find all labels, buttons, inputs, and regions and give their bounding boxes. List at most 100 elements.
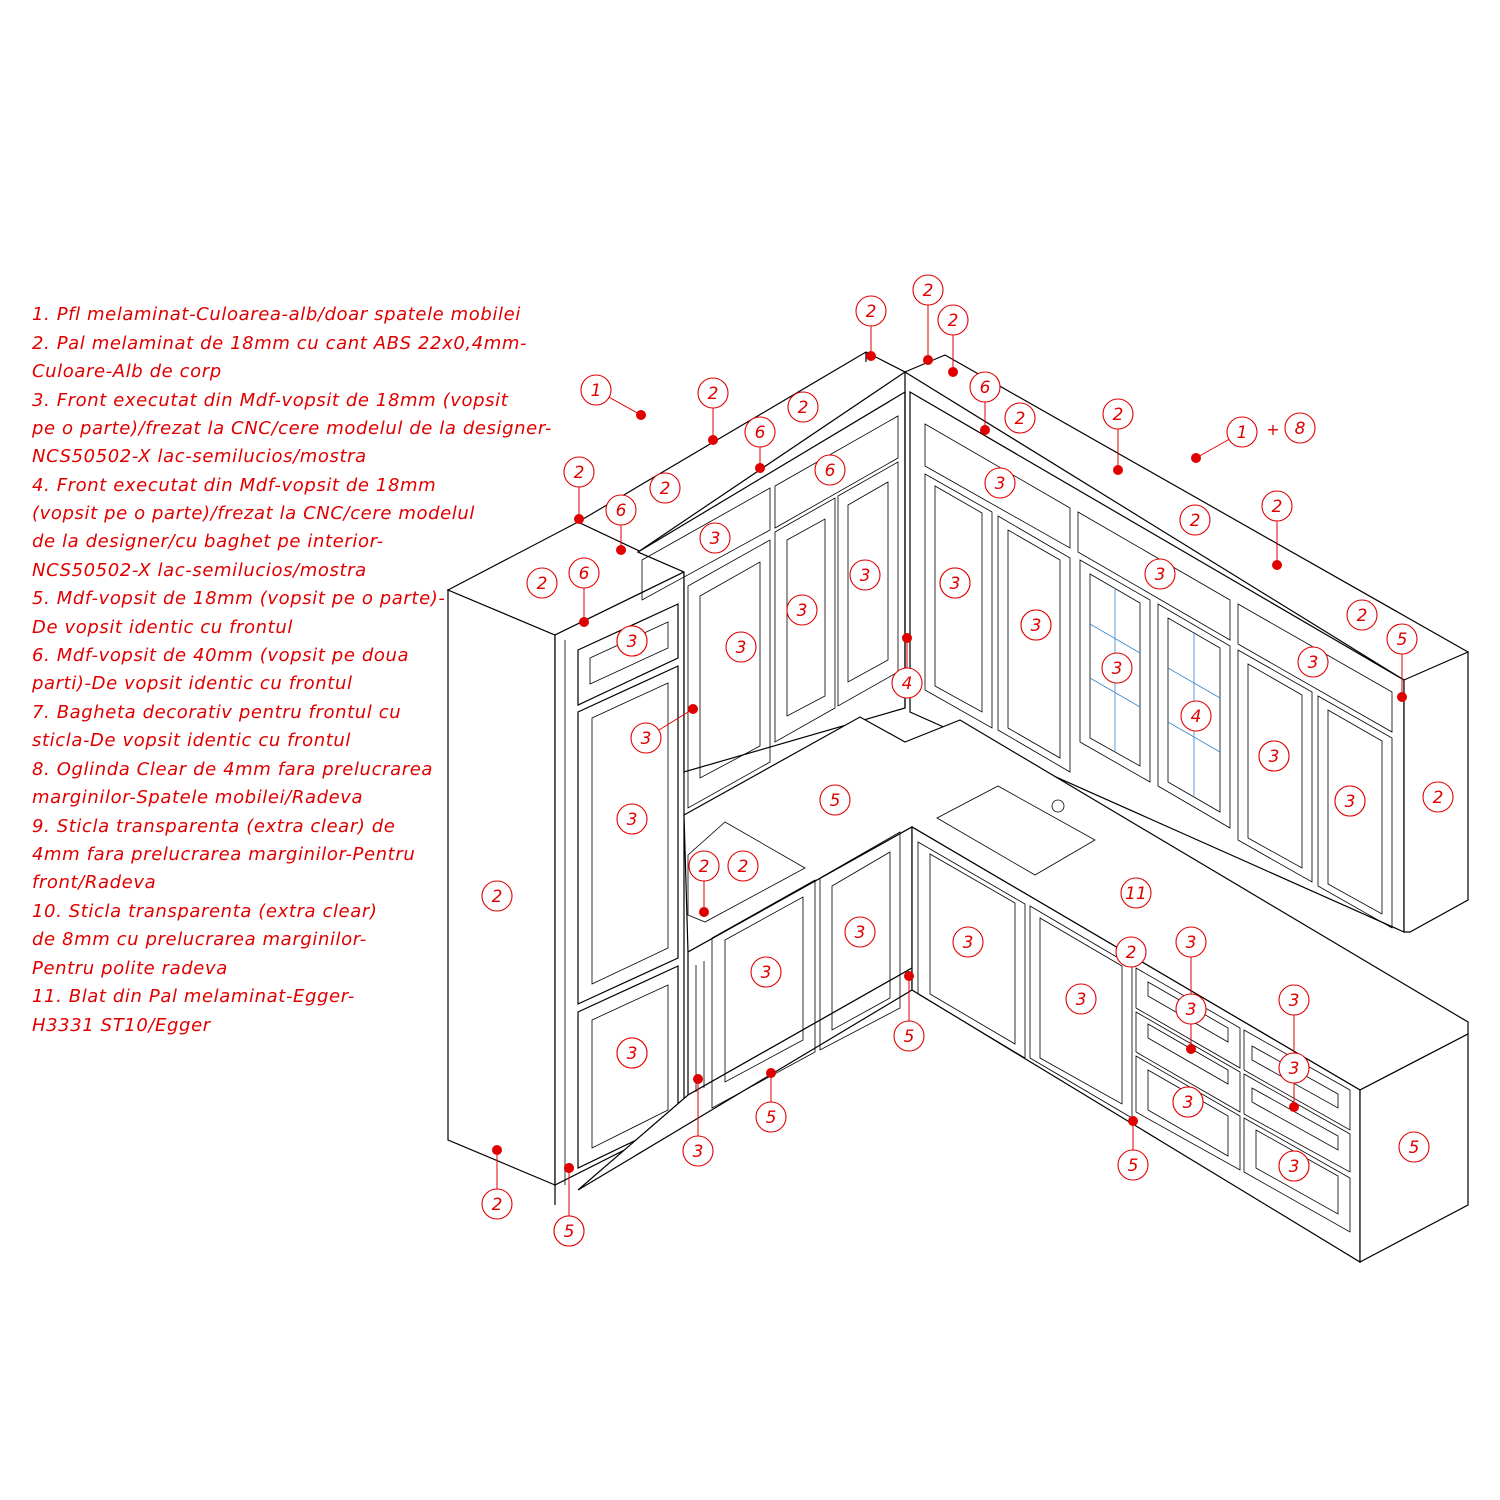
callout-dot [688,704,698,714]
callout-circle [1065,983,1097,1015]
callout-dot [902,633,912,643]
callout-number: 3 [1112,659,1123,679]
callout-circle [1144,558,1176,590]
callout-circle [744,416,776,448]
callout-11: 11 [1120,877,1152,909]
legend-line: de la designer/cu baghet pe interior- [32,531,384,552]
callout-2: 2 [1102,398,1134,475]
callout-number: 1 [591,381,602,401]
callout-circle [912,274,944,306]
callout-3: 3 [1175,993,1207,1054]
callout-number: 3 [1183,1093,1194,1113]
callout-circle [725,631,757,663]
callout-circle [1278,1052,1310,1084]
callout-number: 2 [1433,788,1444,808]
callout-3: 3 [630,704,698,754]
callout-3: 3 [1101,652,1133,684]
callout-circle [1175,926,1207,958]
callout-2: 2 [1261,490,1293,570]
callout-circle [755,1101,787,1133]
callout-circle [1297,646,1329,678]
callout-number: 2 [1357,606,1368,626]
callout-number: 2 [537,574,548,594]
callout-number: 3 [1289,991,1300,1011]
callout-2: 2 [563,456,595,524]
callout-number: 3 [1289,1157,1300,1177]
callout-number: 5 [830,791,841,811]
callout-6: 6 [605,494,637,555]
callout-number: 2 [708,384,719,404]
callout-5: 5 [553,1163,585,1247]
plus-sign: + [1266,420,1279,439]
callout-dot [1186,1044,1196,1054]
callout-2: 2 [912,274,944,365]
callout-circle [649,472,681,504]
callout-circle [682,1135,714,1167]
callout-6: 6 [744,416,776,473]
callout-circle [616,625,648,657]
callout-4: 4 [891,633,923,699]
callout-dot [708,435,718,445]
callout-2: 2 [937,304,969,377]
callout-4: 4 [1180,700,1212,732]
callout-circle [616,803,648,835]
callout-circle [605,494,637,526]
callout-circle [937,304,969,336]
callout-circle [969,371,1001,403]
callout-dot [579,617,589,627]
legend-line: 5. Mdf-vopsit de 18mm (vopsit pe o parte… [32,588,445,609]
callout-5: 5 [755,1068,787,1133]
callout-dot [1272,560,1282,570]
callout-number: 3 [761,963,772,983]
callout-number: 2 [738,857,749,877]
callout-circle [697,377,729,409]
callout-number: 2 [1126,943,1137,963]
callout-dot [1128,1116,1138,1126]
callout-dot [699,907,709,917]
callout-circle [1115,936,1147,968]
callout-3: 3 [984,467,1016,499]
callout-number: 4 [1191,707,1202,727]
callout-3: 3 [1297,646,1329,678]
callout-circle [481,1188,513,1220]
callout-number: 6 [755,423,766,443]
callout-3: 3 [1065,983,1097,1015]
callout-3: 3 [844,916,876,948]
callout-circle [563,456,595,488]
callout-circle [630,722,662,754]
callout-number: 2 [866,302,877,322]
callout-circle [1346,599,1378,631]
callout-number: 6 [579,564,590,584]
callout-3: 3 [616,1037,648,1069]
callout-dot [904,971,914,981]
callout-number: 2 [492,887,503,907]
callout-2: 2 [1179,504,1211,536]
callout-circle [1020,609,1052,641]
callout-2: 2 [1004,402,1036,434]
callout-2: 2 [1422,781,1454,813]
legend: 1. Pfl melaminat-Culoarea-alb/doar spate… [31,304,551,1036]
legend-line: front/Radeva [32,872,156,893]
callout-number: 3 [641,729,652,749]
callout-number: 3 [797,601,808,621]
callout-number: 3 [1076,990,1087,1010]
callout-1: 1 [580,374,646,420]
legend-line: 7. Bagheta decorativ pentru frontul cu [32,702,401,723]
callout-number: 5 [904,1027,915,1047]
callout-number: 2 [798,398,809,418]
legend-line: 3. Front executat din Mdf-vopsit de 18mm… [32,390,509,411]
callout-3: 3 [725,631,757,663]
callout-3: 3 [1144,558,1176,590]
callout-dot [574,514,584,524]
callout-number: 2 [923,281,934,301]
callout-circle [568,557,600,589]
callout-3: 3 [1258,740,1290,772]
callout-3: 3 [939,567,971,599]
callout-2: 2 [1115,936,1147,968]
callout-circle [553,1215,585,1247]
callout-number: 3 [1269,747,1280,767]
callout-number: 3 [963,933,974,953]
callout-circle [1334,785,1366,817]
callout-3: 3 [952,926,984,958]
callout-number: 5 [1409,1138,1420,1158]
